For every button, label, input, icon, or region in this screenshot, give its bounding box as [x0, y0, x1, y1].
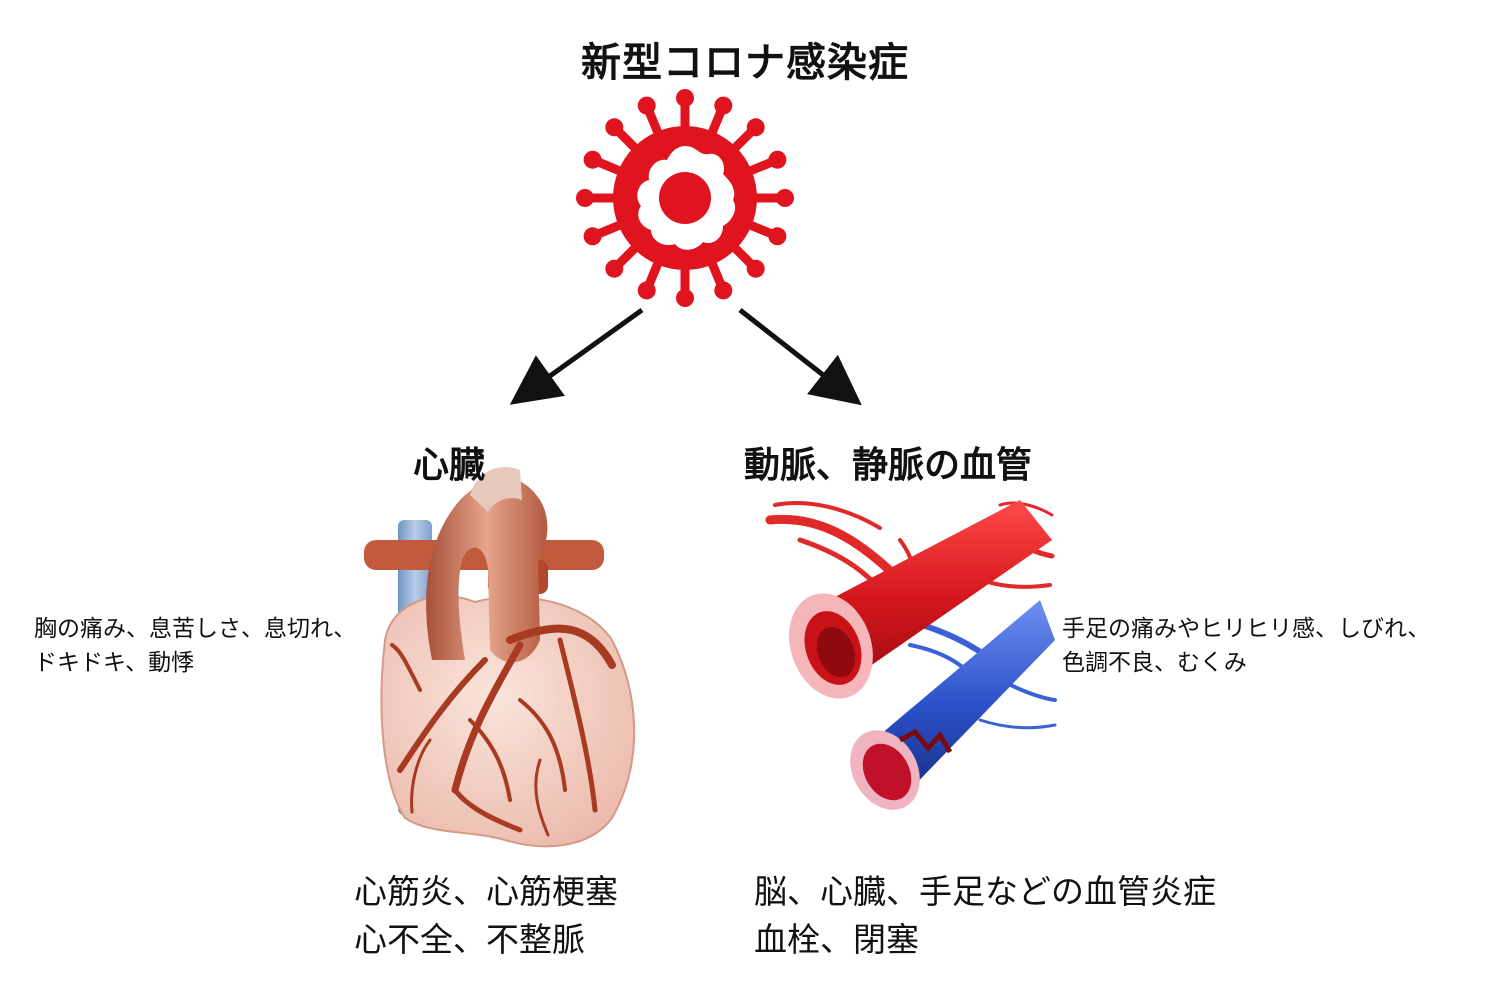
vessels-symptom-line: 色調不良、むくみ	[1062, 650, 1247, 676]
vessels-result-line: 脳、心臓、手足などの血管炎症	[754, 872, 1216, 911]
vessels-results: 脳、心臓、手足などの血管炎症 血栓、閉塞	[754, 868, 1216, 964]
virus-spike-tip	[768, 227, 787, 246]
vessels-symptom-line: 手足の痛みやヒリヒリ感、しびれ、	[1062, 616, 1431, 642]
virus-spike-tip	[583, 150, 602, 169]
virus-spike-tip	[714, 281, 733, 300]
virus-spike-tip	[605, 259, 624, 278]
heart-results: 心筋炎、心筋梗塞 心不全、不整脈	[354, 868, 618, 964]
arrow-to-vessels	[738, 308, 862, 406]
virus-spike-tip	[676, 89, 694, 107]
virus-spike-tip	[776, 189, 794, 207]
virus-icon	[576, 89, 794, 307]
heart-symptom-line: 胸の痛み、息苦しさ、息切れ、	[34, 616, 357, 642]
diagram-title: 新型コロナ感染症	[581, 40, 909, 86]
heart-result-line: 心不全、不整脈	[354, 920, 585, 959]
virus-spike-tip	[605, 118, 624, 137]
virus-spike-tip	[637, 281, 656, 300]
heart-result-line: 心筋炎、心筋梗塞	[354, 872, 618, 911]
virus-spike-tip	[583, 227, 602, 246]
arrow-to-heart	[509, 307, 644, 405]
virus-spike-tip	[714, 96, 733, 115]
heart-symptom-line: ドキドキ、動悸	[34, 650, 195, 676]
heart-heading: 心臓	[413, 445, 486, 486]
vessels-result-line: 血栓、閉塞	[754, 920, 919, 959]
vessels-heading: 動脈、静脈の血管	[744, 445, 1033, 486]
virus-spike-tip	[746, 259, 765, 278]
virus-spike-tip	[676, 289, 694, 307]
virus-spike-tip	[768, 150, 787, 169]
heart-symptoms: 胸の痛み、息苦しさ、息切れ、 ドキドキ、動悸	[34, 612, 356, 680]
vessels-symptoms: 手足の痛みやヒリヒリ感、しびれ、 色調不良、むくみ	[1062, 612, 1430, 680]
virus-spike-tip	[576, 189, 594, 207]
heart-illustration	[364, 467, 636, 848]
blood-vessel-illustration	[765, 500, 1057, 810]
virus-spike-tip	[746, 118, 765, 137]
virus-spike-tip	[637, 96, 656, 115]
